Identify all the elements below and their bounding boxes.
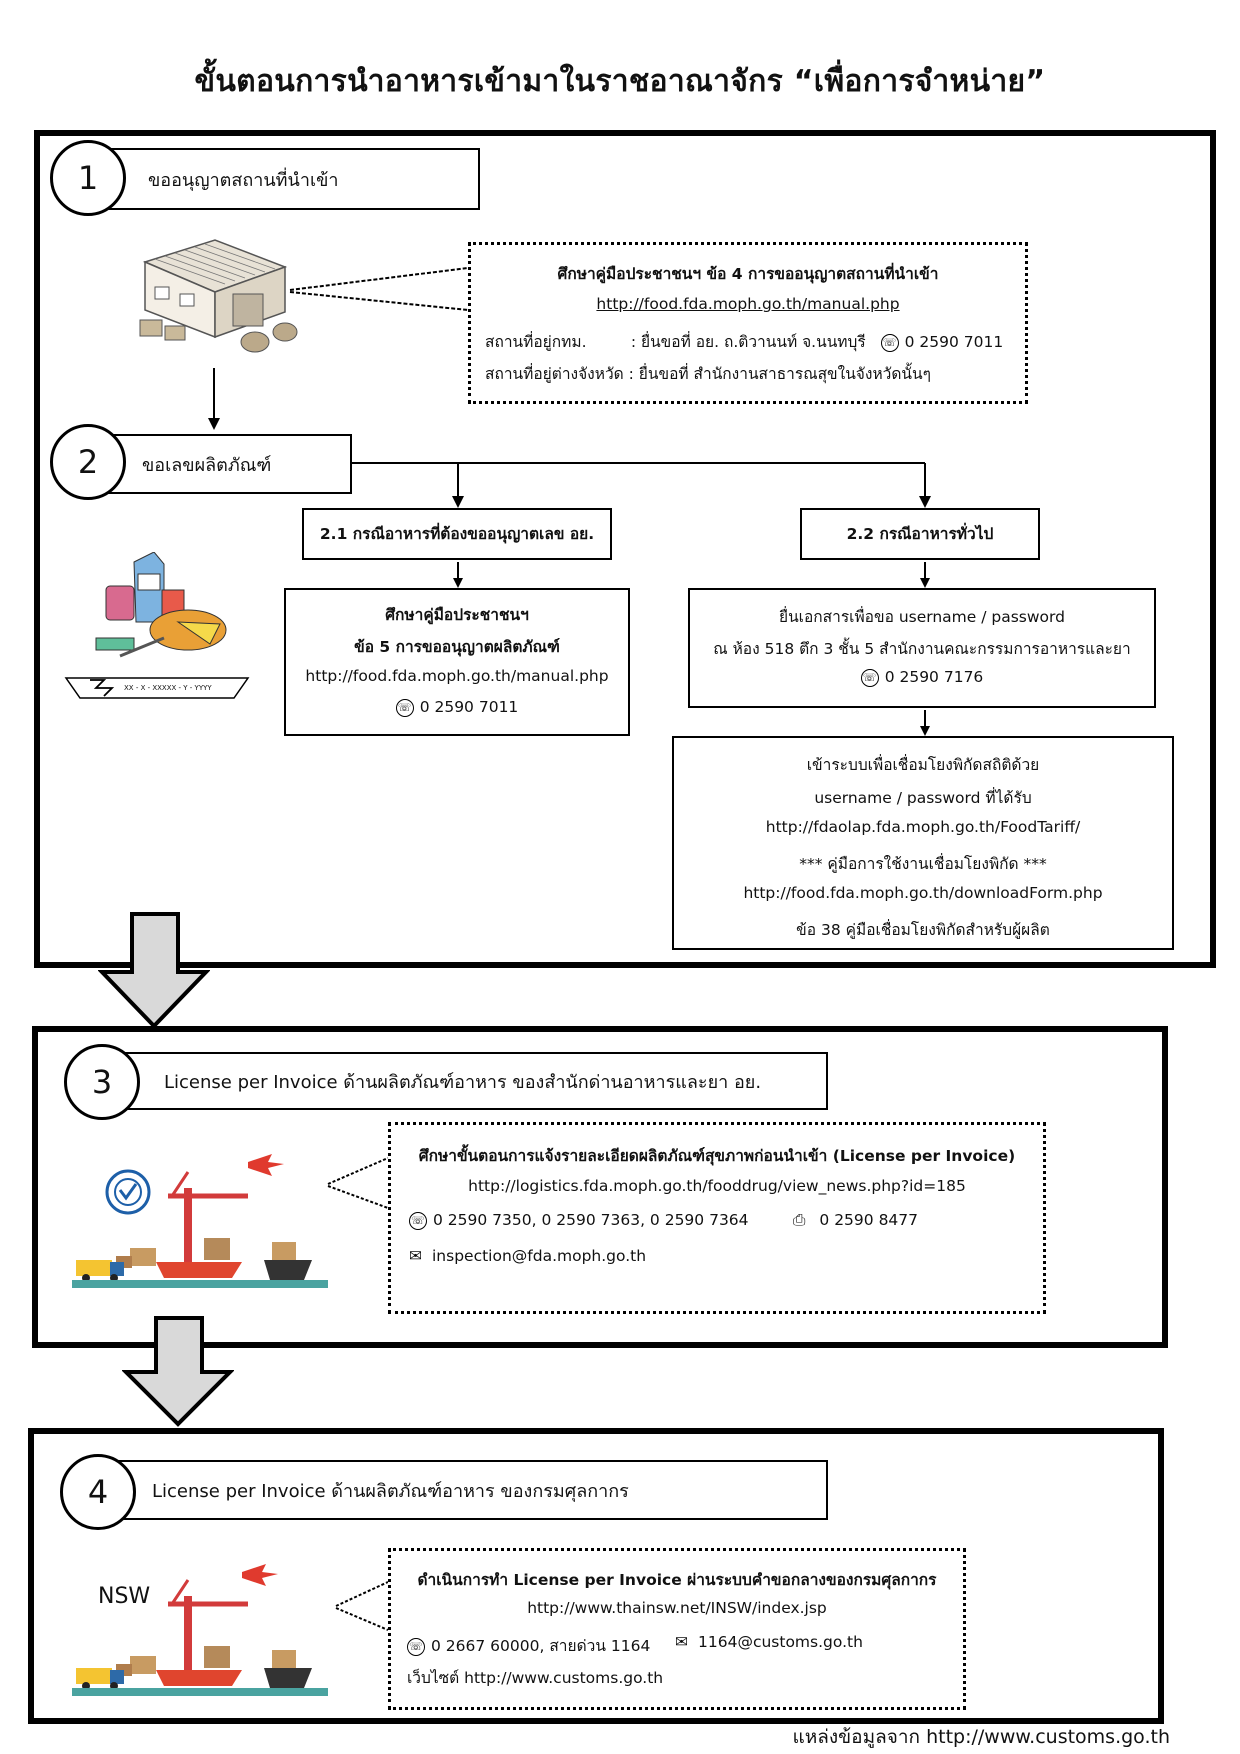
case-2-1-subtitle: ข้อ 5 การขออนุญาตผลิตภัณฑ์ xyxy=(354,638,560,656)
info-box-3-fax: 0 2590 8477 xyxy=(819,1211,919,1229)
case-2-1-label-text: 2.1 กรณีอาหารที่ต้องขออนุญาตเลข อย. xyxy=(319,525,595,543)
step-1-label: ขออนุญาตสถานที่นำเข้า xyxy=(148,169,339,191)
flow-arrow-down-1 xyxy=(98,912,210,1029)
fda-logo-icon xyxy=(105,1169,151,1215)
case-2-2b-line6: ข้อ 38 คู่มือเชื่อมโยงพิกัดสำหรับผู้ผลิต xyxy=(796,921,1050,939)
case-2-2b-url1[interactable]: http://fdaolap.fda.moph.go.th/FoodTariff… xyxy=(765,818,1081,836)
case-2-2-phone-row: ☏ 0 2590 7176 xyxy=(690,668,1154,687)
case-2-1-url[interactable]: http://food.fda.moph.go.th/manual.php xyxy=(305,667,609,685)
step-1-header: ขออนุญาตสถานที่นำเข้า xyxy=(88,148,480,210)
section-frame-3 xyxy=(32,1026,1168,1348)
step-2-header: ขอเลขผลิตภัณฑ์ xyxy=(88,434,352,494)
info-box-3-title: ศึกษาขั้นตอนการแจ้งรายละเอียดผลิตภัณฑ์สุ… xyxy=(418,1147,1016,1165)
case-2-2-phone: 0 2590 7176 xyxy=(884,668,984,686)
step-1-circle: 1 xyxy=(50,140,126,216)
info-box-3-url[interactable]: http://logistics.fda.moph.go.th/fooddrug… xyxy=(468,1177,966,1195)
info-box-4-email-row: ✉ 1164@customs.go.th xyxy=(675,1633,863,1651)
case-2-2-label-text: 2.2 กรณีอาหารทั่วไป xyxy=(846,525,994,543)
info-box-3-email[interactable]: inspection@fda.moph.go.th xyxy=(432,1247,647,1265)
flow-arrow-down-2 xyxy=(122,1316,234,1427)
case-2-2b-line4: *** คู่มือการใช้งานเชื่อมโยงพิกัด *** xyxy=(799,855,1047,873)
step-4-label: License per Invoice ด้านผลิตภัณฑ์อาหาร ข… xyxy=(152,1480,629,1502)
info-box-3-email-row: ✉ inspection@fda.moph.go.th xyxy=(409,1247,646,1265)
info-box-3-fax-row: ⎙ 0 2590 8477 xyxy=(793,1211,918,1230)
food-products-icon xyxy=(95,552,227,658)
info-box-step-4: ดำเนินการทำ License per Invoice ผ่านระบบ… xyxy=(388,1548,966,1710)
source-note: แหล่งข้อมูลจาก http://www.customs.go.th xyxy=(792,1726,1170,1748)
step-3-circle: 3 xyxy=(64,1044,140,1120)
info-box-4-url[interactable]: http://www.thainsw.net/INSW/index.jsp xyxy=(527,1599,827,1617)
info-box-4-email[interactable]: 1164@customs.go.th xyxy=(698,1633,863,1651)
info-box-1-url[interactable]: http://food.fda.moph.go.th/manual.php xyxy=(596,295,900,313)
info-box-4-website[interactable]: เว็บไซต์ http://www.customs.go.th xyxy=(407,1669,664,1687)
info-box-1-line1-row: สถานที่อยู่กทม. : ยื่นขอที่ อย. ถ.ติวานน… xyxy=(485,329,1003,354)
info-box-4-phone-row: ☏ 0 2667 60000, สายด่วน 1164 xyxy=(407,1633,650,1658)
case-2-1-phone: 0 2590 7011 xyxy=(419,698,519,716)
case-2-1-box: ศึกษาคู่มือประชาชนฯ ข้อ 5 การขออนุญาตผลิ… xyxy=(284,588,630,736)
info-box-3-phones: 0 2590 7350, 0 2590 7363, 0 2590 7364 xyxy=(433,1211,749,1229)
fax-icon: ⎙ xyxy=(793,1211,806,1229)
info-box-1-line1: สถานที่อยู่กทม. : ยื่นขอที่ อย. ถ.ติวานน… xyxy=(485,333,866,351)
phone-icon: ☏ xyxy=(409,1211,427,1230)
case-2-2-line2: ณ ห้อง 518 ตึก 3 ชั้น 5 สำนักงานคณะกรรมก… xyxy=(713,640,1131,658)
step-3-header: License per Invoice ด้านผลิตภัณฑ์อาหาร ข… xyxy=(104,1052,828,1110)
logistics-port-icon xyxy=(72,1564,328,1696)
case-2-2b-line1: เข้าระบบเพื่อเชื่อมโยงพิกัดสถิติด้วย xyxy=(806,756,1040,774)
email-icon: ✉ xyxy=(675,1633,688,1651)
case-2-1-label: 2.1 กรณีอาหารที่ต้องขออนุญาตเลข อย. xyxy=(302,508,612,560)
case-2-2b-line2: username / password ที่ได้รับ xyxy=(814,789,1032,807)
case-2-1-phone-row: ☏ 0 2590 7011 xyxy=(286,698,628,717)
step-4-circle: 4 xyxy=(60,1454,136,1530)
info-box-1-title: ศึกษาคู่มือประชาชนฯ ข้อ 4 การขออนุญาตสถา… xyxy=(557,265,939,283)
info-box-4-phones: 0 2667 60000, สายด่วน 1164 xyxy=(431,1637,651,1655)
info-box-1-line2: สถานที่อยู่ต่างจังหวัด : ยื่นขอที่ สำนัก… xyxy=(485,365,931,383)
phone-icon: ☏ xyxy=(880,333,899,352)
info-box-4-title: ดำเนินการทำ License per Invoice ผ่านระบบ… xyxy=(417,1571,937,1589)
step-2-label: ขอเลขผลิตภัณฑ์ xyxy=(142,454,272,476)
step-4-header: License per Invoice ด้านผลิตภัณฑ์อาหาร ข… xyxy=(100,1460,828,1520)
info-box-3-phone-row: ☏ 0 2590 7350, 0 2590 7363, 0 2590 7364 xyxy=(409,1211,749,1230)
case-2-2-login-box: เข้าระบบเพื่อเชื่อมโยงพิกัดสถิติด้วย use… xyxy=(672,736,1174,950)
section-frame-4 xyxy=(28,1428,1164,1724)
logistics-port-icon xyxy=(72,1154,328,1288)
product-code-text: XX - X - XXXXX - Y - YYYY xyxy=(124,684,212,692)
warehouse-icon xyxy=(139,239,298,353)
page-title: ขั้นตอนการนำอาหารเข้ามาในราชอาณาจักร “เพ… xyxy=(194,64,1046,99)
info-box-1-phone: 0 2590 7011 xyxy=(904,333,1004,351)
product-code-plate xyxy=(64,677,250,699)
case-2-2-line1: ยื่นเอกสารเพื่อขอ username / password xyxy=(779,608,1065,626)
step-1-number: 1 xyxy=(77,159,99,197)
case-2-1-title: ศึกษาคู่มือประชาชนฯ xyxy=(385,606,529,624)
info-box-step-3: ศึกษาขั้นตอนการแจ้งรายละเอียดผลิตภัณฑ์สุ… xyxy=(388,1122,1046,1314)
email-icon: ✉ xyxy=(409,1247,422,1265)
nsw-label: NSW xyxy=(98,1584,151,1609)
step-2-number: 2 xyxy=(77,443,99,481)
phone-icon: ☏ xyxy=(860,668,879,687)
phone-icon: ☏ xyxy=(407,1637,425,1656)
step-4-number: 4 xyxy=(87,1473,109,1511)
case-2-2-label: 2.2 กรณีอาหารทั่วไป xyxy=(800,508,1040,560)
phone-icon: ☏ xyxy=(395,698,414,717)
step-3-label: License per Invoice ด้านผลิตภัณฑ์อาหาร ข… xyxy=(164,1071,762,1093)
step-3-number: 3 xyxy=(91,1063,113,1101)
info-box-step-1: ศึกษาคู่มือประชาชนฯ ข้อ 4 การขออนุญาตสถา… xyxy=(468,242,1028,404)
step-2-circle: 2 xyxy=(50,424,126,500)
section-frame-1 xyxy=(34,130,1216,968)
case-2-2b-url2[interactable]: http://food.fda.moph.go.th/downloadForm.… xyxy=(743,884,1103,902)
case-2-2-box: ยื่นเอกสารเพื่อขอ username / password ณ … xyxy=(688,588,1156,708)
